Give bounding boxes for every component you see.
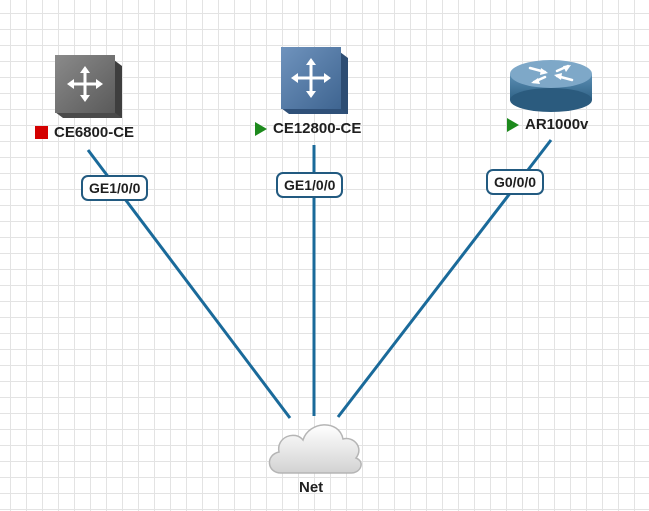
port-label-ce12800[interactable]: GE1/0/0	[276, 172, 344, 198]
status-running-icon	[507, 117, 519, 132]
device-name: CE6800-CE	[54, 124, 135, 141]
device-name: CE12800-CE	[273, 120, 362, 137]
status-running-icon	[255, 121, 267, 136]
port-label-ar1000v[interactable]: G0/0/0	[486, 169, 545, 195]
device-label-ce12800[interactable]: CE12800-CE	[255, 120, 361, 137]
cloud-label[interactable]: Net	[299, 479, 324, 496]
port-label-ce6800[interactable]: GE1/0/0	[81, 175, 149, 201]
device-label-ce6800[interactable]: CE6800-CE	[35, 124, 134, 141]
status-stopped-icon	[35, 126, 48, 139]
device-name: AR1000v	[525, 116, 589, 133]
device-label-ar1000v[interactable]: AR1000v	[507, 116, 588, 133]
